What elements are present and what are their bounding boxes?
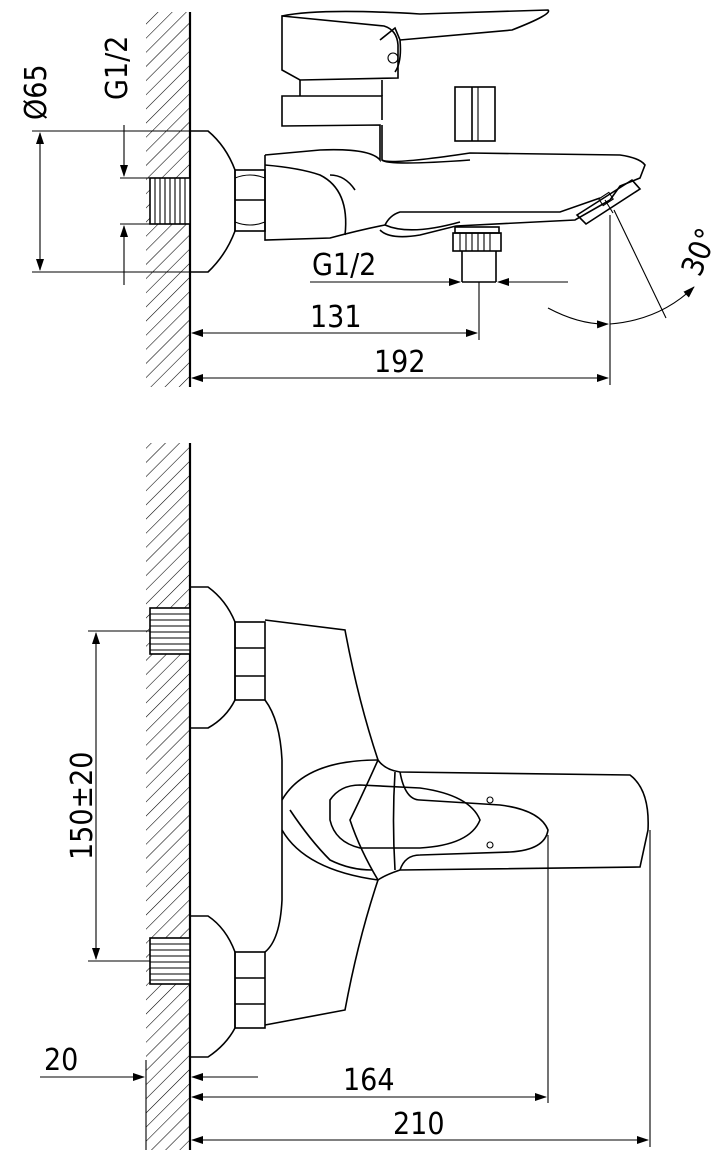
dim-164-label: 164 xyxy=(343,1063,395,1098)
escutcheon-top xyxy=(190,130,236,273)
dimension-angle: 30° xyxy=(547,209,720,385)
dimension-diameter: Ø65 xyxy=(19,64,190,273)
dim-192-label: 192 xyxy=(374,345,426,380)
upper-inlet-front xyxy=(149,586,266,729)
inlet-thread-label: G1/2 xyxy=(100,36,135,100)
dimension-20: 20 xyxy=(40,1043,258,1150)
inlet-thread-top xyxy=(149,177,191,225)
hex-nut-top xyxy=(234,169,266,232)
dimension-centers: 150±20 xyxy=(65,630,150,962)
dimension-210: 210 xyxy=(191,830,651,1147)
dimension-outlet-thread: G1/2 xyxy=(310,248,568,286)
outlet-thread-label: G1/2 xyxy=(312,248,376,283)
dim-20-label: 20 xyxy=(44,1043,78,1078)
dimension-inlet-thread: G1/2 xyxy=(100,36,150,285)
angle-label: 30° xyxy=(675,224,720,281)
centers-label: 150±20 xyxy=(65,752,100,860)
spout-top xyxy=(381,125,646,201)
diameter-label: Ø65 xyxy=(19,64,54,120)
lower-inlet-front xyxy=(149,915,266,1058)
dimension-164: 164 xyxy=(191,835,549,1103)
dim-210-label: 210 xyxy=(393,1107,445,1142)
handle-front xyxy=(377,759,649,881)
mixer-body-top xyxy=(264,95,383,163)
mixer-body-front xyxy=(264,619,379,1026)
dim-131-label: 131 xyxy=(310,300,362,335)
outlet-thread-top xyxy=(452,226,502,283)
diverter-knob-top xyxy=(454,86,496,142)
wall-hatch-front xyxy=(146,443,190,1150)
front-view: 150±20 20 164 210 xyxy=(40,443,651,1150)
top-view: Ø65 G1/2 G1/2 30° 131 xyxy=(19,9,720,387)
lever-top xyxy=(281,15,399,81)
dimension-192: 192 xyxy=(191,345,609,382)
dimension-131: 131 xyxy=(191,282,480,340)
